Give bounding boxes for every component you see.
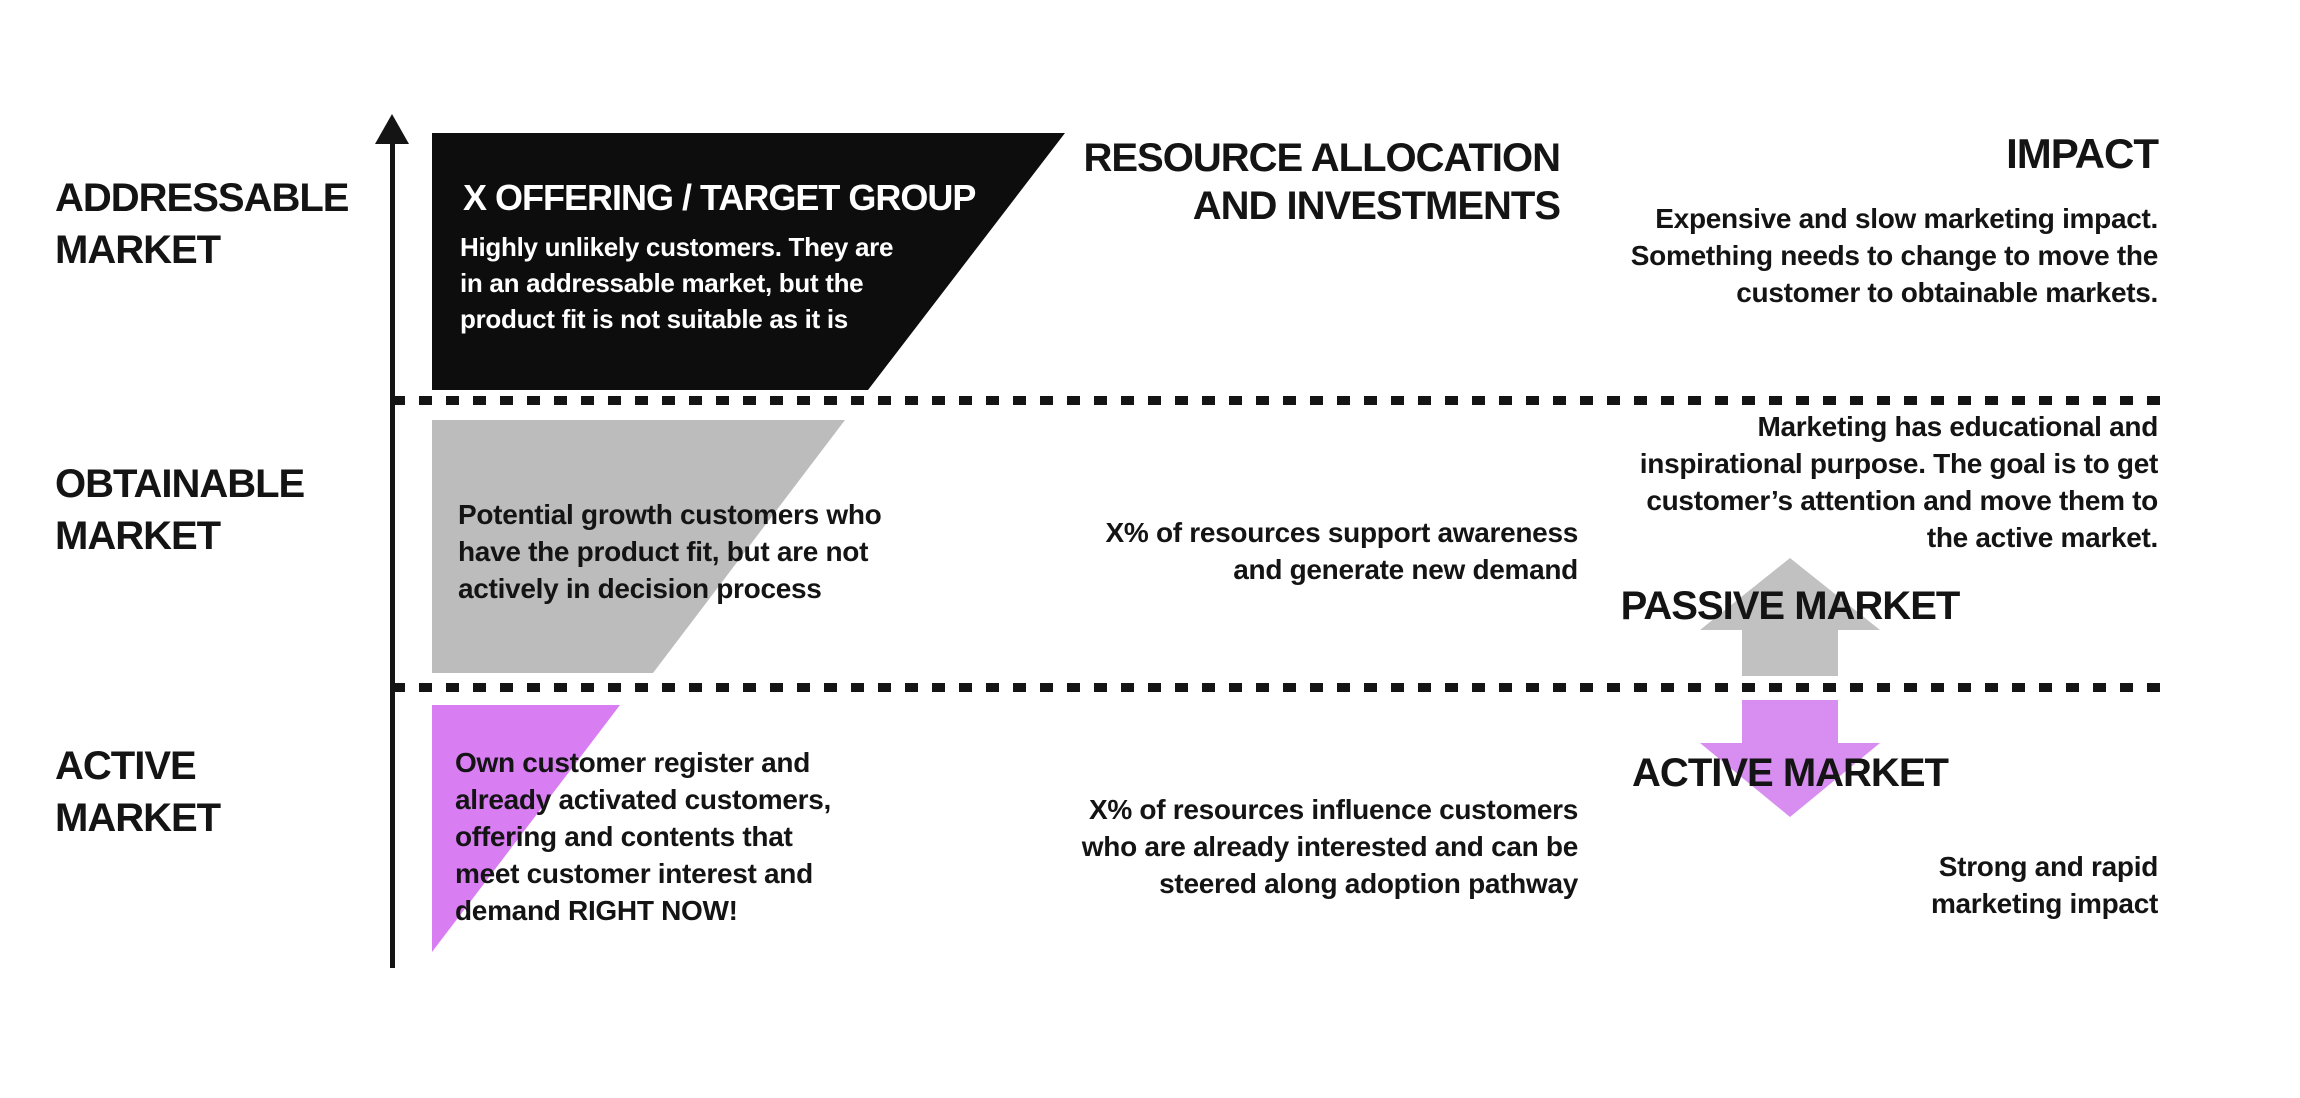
segment-title: X OFFERING / TARGET GROUP <box>463 177 976 218</box>
passive-market-label: PASSIVE MARKET <box>1620 584 1961 628</box>
impact-addressable-text: Expensive and slow marketing impact.Some… <box>1630 203 2159 308</box>
dotted-divider-bottom <box>392 683 2162 692</box>
impact-heading: IMPACT <box>2006 130 2159 177</box>
vertical-axis <box>390 140 395 968</box>
funnel-segment-addressable: X OFFERING / TARGET GROUP Highly unlikel… <box>432 133 1065 390</box>
axis-arrow-icon <box>375 114 409 144</box>
active-market-label: ACTIVE MARKET <box>1632 751 1949 795</box>
dotted-divider-top <box>392 396 2162 405</box>
